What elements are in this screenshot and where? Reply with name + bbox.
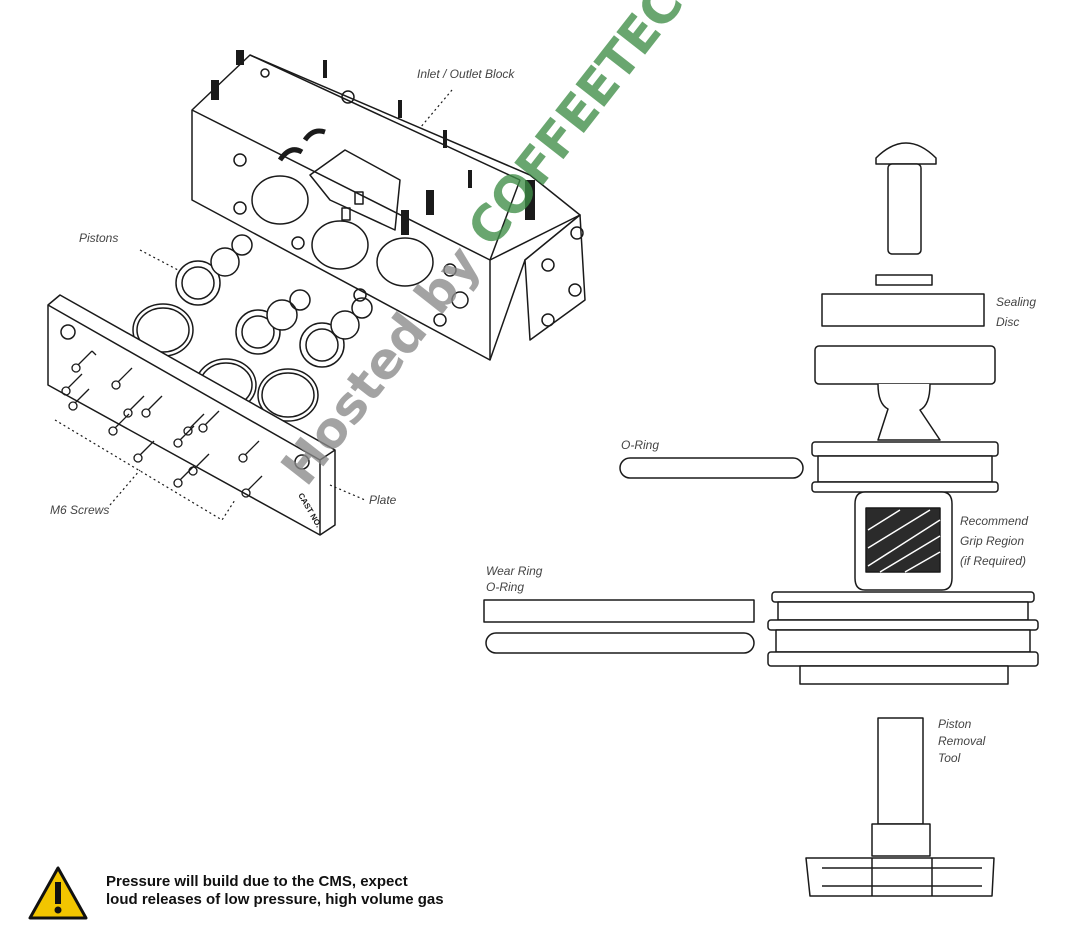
o-ring-top bbox=[619, 457, 804, 479]
piston-bolt bbox=[875, 142, 937, 286]
m6-screws bbox=[61, 350, 263, 498]
pistons bbox=[175, 234, 373, 368]
label-piston-removal-tool: Piston Removal Tool bbox=[938, 717, 986, 765]
leader-lines bbox=[54, 89, 453, 521]
warning-line-1: Pressure will build due to the CMS, expe… bbox=[106, 873, 408, 890]
label-wear-ring: Wear Ring bbox=[486, 564, 543, 578]
plate: CAST NO. bbox=[47, 294, 336, 536]
inlet-outlet-block bbox=[191, 50, 586, 361]
wear-ring bbox=[483, 599, 755, 623]
label-inlet-outlet-block: Inlet / Outlet Block bbox=[417, 67, 515, 81]
sealing-disc bbox=[821, 293, 985, 327]
piston-removal-tool bbox=[805, 717, 995, 897]
label-o-ring-top: O-Ring bbox=[621, 438, 660, 452]
label-plate: Plate bbox=[369, 493, 397, 507]
label-pistons: Pistons bbox=[79, 231, 119, 245]
label-o-ring-bottom: O-Ring bbox=[486, 580, 525, 594]
o-ring-bottom bbox=[485, 632, 755, 654]
warning-message: Pressure will build due to the CMS, expe… bbox=[106, 873, 444, 909]
warning-line-2: loud releases of low pressure, high volu… bbox=[106, 891, 444, 908]
label-m6-screws: M6 Screws bbox=[50, 503, 110, 517]
piston-body bbox=[767, 345, 1039, 685]
label-grip-region: Recommend Grip Region (if Required) bbox=[960, 514, 1029, 568]
warning-triangle-icon bbox=[28, 866, 88, 920]
label-sealing-disc: Sealing Disc bbox=[996, 295, 1037, 329]
